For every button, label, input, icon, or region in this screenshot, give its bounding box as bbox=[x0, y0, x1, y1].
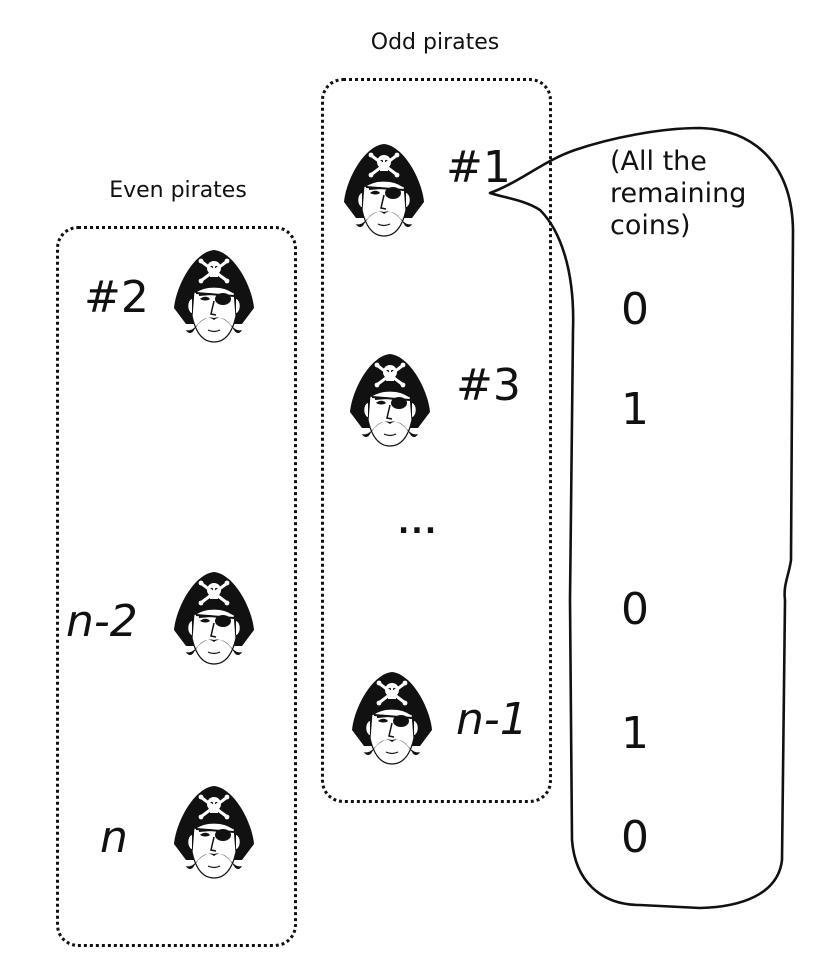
pirate-label-1: #1 bbox=[446, 142, 511, 193]
pirate-head-icon bbox=[172, 784, 256, 880]
ellipsis: ... bbox=[397, 506, 439, 541]
pirate-head-icon bbox=[342, 142, 426, 238]
pirate-label-n-1: n-1 bbox=[456, 694, 528, 745]
bubble-header-line: coins) bbox=[610, 210, 691, 241]
odd-pirates-title: Odd pirates bbox=[370, 30, 500, 55]
pirate-label-3: #3 bbox=[456, 360, 521, 411]
odd-pirates-box bbox=[321, 78, 552, 803]
pirate-head-icon bbox=[348, 352, 432, 448]
coin-value: 0 bbox=[621, 812, 649, 863]
pirate-label-2: #2 bbox=[84, 272, 149, 323]
coin-value: 0 bbox=[621, 284, 649, 335]
pirate-head-icon bbox=[172, 570, 256, 666]
pirate-head-icon bbox=[350, 670, 434, 766]
pirate-label-n: n bbox=[100, 812, 128, 863]
pirate-head-icon bbox=[172, 248, 256, 344]
even-pirates-title: Even pirates bbox=[109, 178, 247, 203]
coin-value: 1 bbox=[621, 708, 649, 759]
bubble-header-line: remaining bbox=[610, 178, 747, 209]
even-pirates-box bbox=[56, 226, 297, 947]
coin-value: 0 bbox=[621, 584, 649, 635]
coin-value: 1 bbox=[621, 384, 649, 435]
pirate-label-n-2: n-2 bbox=[66, 596, 138, 647]
bubble-header-line: (All the bbox=[610, 146, 707, 177]
bubble-header: (All the remaining coins) bbox=[610, 146, 746, 242]
